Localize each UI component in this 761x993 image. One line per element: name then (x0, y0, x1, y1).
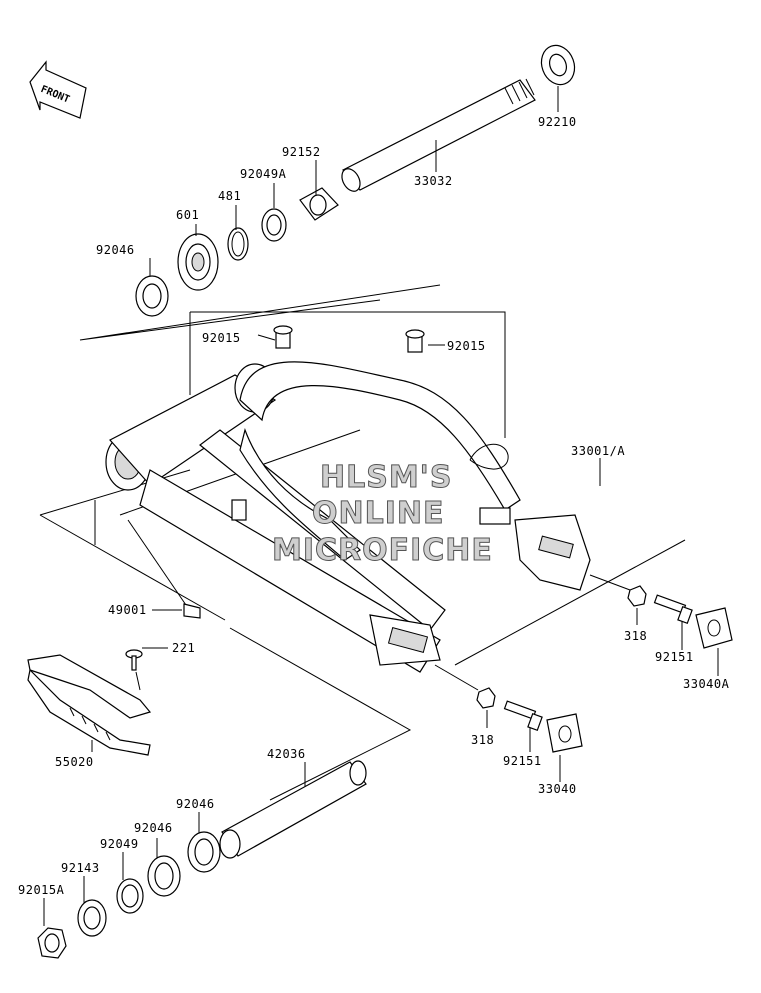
needle-bearing-92046-top (135, 275, 169, 317)
leader-lines-bottom (43, 627, 412, 926)
label-92049A: 92049A (240, 167, 287, 181)
bolt-92151-mid (503, 700, 543, 732)
label-601: 601 (176, 208, 199, 222)
label-92049: 92049 (100, 837, 139, 851)
circlip-481 (227, 227, 249, 261)
label-92046-b2: 92046 (134, 821, 173, 835)
bolt-92151-right (653, 594, 693, 625)
watermark-line2: ONLINE (312, 496, 445, 531)
label-33001A: 33001/A (571, 444, 625, 458)
watermark: HLSM'S ONLINE MICROFICHE (272, 460, 493, 569)
collar-92143 (77, 899, 107, 937)
bushing-92015-left (273, 325, 293, 349)
label-33040: 33040 (538, 782, 577, 796)
collar-92152 (299, 187, 339, 221)
bearing-601 (177, 233, 219, 291)
label-92046-top: 92046 (96, 243, 135, 257)
leader-lines-top (79, 86, 559, 346)
leader-lines-right (434, 458, 719, 782)
adjuster-block-33040 (546, 713, 583, 753)
seal-92049A (261, 208, 287, 242)
label-92143: 92143 (61, 861, 100, 875)
screw-221 (125, 647, 168, 691)
watermark-line1: HLSM'S (320, 460, 452, 495)
label-49001: 49001 (108, 603, 147, 617)
nut-318-mid (476, 687, 496, 709)
label-318-right: 318 (624, 629, 647, 643)
sleeve-42036 (219, 760, 367, 859)
needle-bearing-92046-b1 (187, 831, 221, 873)
pivot-shaft-33032 (341, 78, 536, 192)
label-92152: 92152 (282, 145, 321, 159)
label-92015-left: 92015 (202, 331, 241, 345)
nut-318-right (627, 585, 647, 607)
label-481: 481 (218, 189, 241, 203)
label-318-mid: 318 (471, 733, 494, 747)
adjuster-block-33040A (695, 607, 733, 649)
watermark-line3: MICROFICHE (272, 533, 493, 568)
bushing-92015-right (405, 329, 425, 353)
label-33040A: 33040A (683, 677, 730, 691)
label-92015A: 92015A (18, 883, 65, 897)
front-arrow-icon: FRONT (29, 60, 87, 119)
label-92015-right: 92015 (447, 339, 486, 353)
label-55020: 55020 (55, 755, 94, 769)
nut-92210 (540, 44, 576, 86)
label-92046-b1: 92046 (176, 797, 215, 811)
swingarm-33001 (39, 311, 686, 673)
part-labels: 92210 33032 92152 92049A 481 601 92046 9… (18, 115, 730, 897)
seal-92049 (116, 878, 144, 914)
grease-nipple-49001 (127, 519, 201, 619)
label-92151-right: 92151 (655, 650, 694, 664)
chain-guard-55020 (27, 654, 152, 756)
label-42036: 42036 (267, 747, 306, 761)
label-92151-mid: 92151 (503, 754, 542, 768)
label-33032: 33032 (414, 174, 453, 188)
label-92210: 92210 (538, 115, 577, 129)
nut-92015A (37, 927, 67, 959)
needle-bearing-92046-b2 (147, 855, 181, 897)
label-221: 221 (172, 641, 195, 655)
